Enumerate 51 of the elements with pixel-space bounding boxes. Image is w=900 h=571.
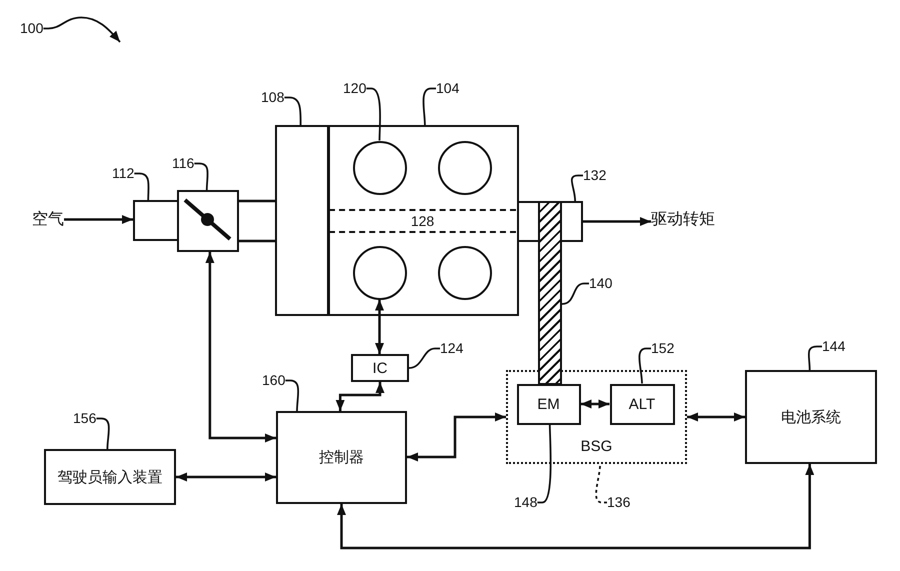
leader-line [408,348,440,369]
reference-numeral: 100 [20,20,44,37]
leader-line [595,464,607,504]
output-label: 驱动转矩 [651,211,715,228]
reference-numeral: 152 [651,340,674,357]
battery-system-block: 电池系统 [745,370,877,464]
reference-numeral: 104 [436,80,460,97]
double-headed-arrow [375,300,384,354]
intake-manifold [275,125,330,316]
reference-arrow [43,16,121,43]
double-headed-arrow [407,412,506,462]
reference-numeral: 160 [262,372,286,389]
cylinder-circle [352,140,406,194]
arrow [583,217,651,226]
reference-numeral: 140 [589,275,612,292]
reference-numeral: 116 [172,155,194,172]
em-block: EM [516,384,580,424]
reference-numeral: 144 [822,338,846,355]
leader-line [562,282,589,305]
reference-numeral: 124 [440,340,464,357]
cylinder-circle [438,140,492,194]
hatched-belt [538,201,562,385]
double-headed-arrow [337,464,814,550]
reference-numeral: 120 [343,80,366,97]
double-headed-arrow [336,382,384,411]
intake-pipe [133,200,179,241]
double-headed-arrow [205,252,276,442]
reference-numeral: 132 [583,167,606,184]
group-label: BSG [580,438,612,455]
double-headed-arrow [687,412,745,422]
reference-numeral: 108 [261,89,284,106]
throttle-body [177,190,239,252]
reference-numeral: 156 [73,410,96,427]
arrow [64,215,133,224]
driver-input-block: 驾驶员输入装置 [44,449,176,505]
controller-block: 控制器 [276,411,407,504]
input-label: 空气 [32,211,64,228]
cylinder-circle [438,246,492,300]
reference-numeral: 148 [514,494,538,511]
double-headed-arrow [176,472,276,482]
intake-duct [238,200,276,242]
ic-block: IC [351,354,409,382]
double-headed-arrow [580,400,610,408]
reference-numeral: 112 [112,165,134,182]
bsg-group [506,370,687,464]
leader-line [638,348,651,384]
engine-block [327,125,519,316]
reference-numeral: 136 [607,494,630,511]
dashed-band: 128 [329,208,516,232]
alt-block: ALT [610,384,674,424]
cylinder-circle [352,246,406,300]
